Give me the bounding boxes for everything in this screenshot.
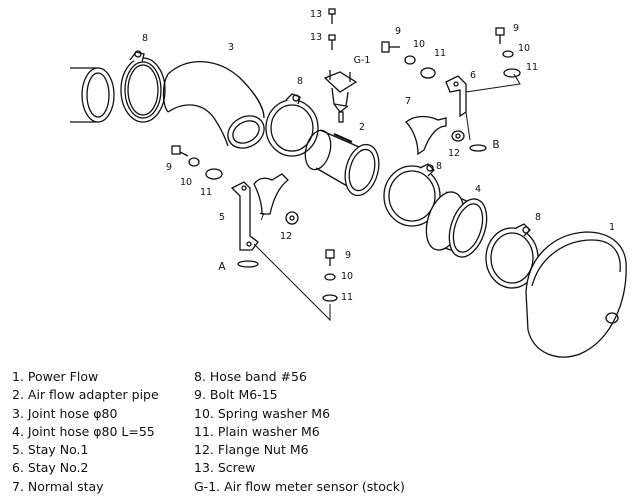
callout-g1: G-1 [354, 55, 371, 66]
legend-item-joint-hose: 3. Joint hose φ80 [12, 405, 118, 421]
legend-column-right: 8. Hose band #56 9. Bolt M6-15 10. Sprin… [194, 368, 405, 496]
callout-6: 6 [470, 70, 476, 81]
mark-a-label: A [218, 261, 226, 273]
screw-13-upper [328, 8, 336, 24]
callout-3: 3 [228, 42, 234, 53]
callout-8-lowerright: 8 [535, 212, 541, 223]
callout-11-topright: 11 [526, 62, 538, 73]
callout-8-topleft: 8 [142, 33, 148, 44]
plain-washer-11-left [205, 168, 223, 180]
legend-item-spring-washer: 10. Spring washer M6 [194, 405, 331, 421]
stay-no2-6 [445, 75, 467, 118]
legend-item-air-flow-meter-sensor: G-1. Air flow meter sensor (stock) [194, 478, 405, 494]
spring-washer-10-bottom [324, 273, 336, 281]
callout-1: 1 [609, 222, 615, 233]
hose-band-8-left [120, 50, 166, 123]
parts-legend: 1. Power Flow 2. Air flow adapter pipe 3… [12, 368, 632, 496]
plain-washer-11-bottom [322, 294, 338, 302]
callout-11-left: 11 [200, 187, 212, 198]
callout-9-topmiddle: 9 [395, 26, 401, 37]
callout-7-upper: 7 [405, 96, 411, 107]
flange-nut-12-upper [451, 130, 465, 142]
callout-5: 5 [219, 212, 225, 223]
bolt-9-bottom [325, 249, 335, 266]
callout-10-left: 10 [180, 177, 192, 188]
normal-stay-7-left [253, 173, 289, 215]
callout-2: 2 [359, 122, 365, 133]
callout-10-topright: 10 [518, 43, 530, 54]
air-flow-adapter-pipe-2 [304, 129, 380, 197]
callout-4: 4 [475, 184, 481, 195]
screw-13-lower [328, 34, 336, 50]
plain-washer-11-top-middle [420, 67, 436, 79]
legend-item-stay-no1: 5. Stay No.1 [12, 442, 89, 458]
exploded-parts-diagram: 1 2 3 4 5 6 7 7 8 8 8 8 9 9 9 9 10 10 10… [70, 8, 627, 358]
callout-9-topright: 9 [513, 23, 519, 34]
legend-item-bolt: 9. Bolt M6-15 [194, 387, 278, 403]
hose-band-8-lower-right [485, 223, 539, 289]
intake-pipe [70, 67, 115, 123]
mark-a-ellipse [237, 260, 259, 268]
legend-item-air-flow-adapter-pipe: 2. Air flow adapter pipe [12, 387, 159, 403]
hose-band-8-right [383, 163, 441, 227]
normal-stay-7-upper [405, 115, 447, 156]
callout-10-topmiddle: 10 [413, 39, 425, 50]
plain-washer-11-top-right [503, 68, 521, 78]
callout-11-bottom: 11 [341, 292, 353, 303]
legend-item-plain-washer: 11. Plain washer M6 [194, 423, 320, 439]
flange-nut-12-left [285, 211, 299, 225]
joint-hose-4 [425, 191, 488, 258]
callout-13-upper: 13 [310, 9, 322, 20]
hose-band-8-middle [265, 93, 319, 157]
legend-item-joint-hose-l55: 4. Joint hose φ80 L=55 [12, 423, 155, 439]
callout-8-right: 8 [436, 161, 442, 172]
power-flow-1 [525, 231, 627, 358]
callout-8-middle: 8 [297, 76, 303, 87]
bolt-9-top-middle [381, 41, 400, 53]
spring-washer-10-top-middle [404, 55, 416, 65]
legend-item-power-flow: 1. Power Flow [12, 369, 99, 384]
mark-b-label: B [492, 139, 499, 151]
callout-12-left: 12 [280, 231, 292, 242]
legend-item-stay-no2: 6. Stay No.2 [12, 460, 89, 476]
legend-item-flange-nut: 12. Flange Nut M6 [194, 442, 309, 458]
bolt-9-top-right [495, 27, 505, 44]
spring-washer-10-top-right [502, 50, 514, 58]
legend-item-normal-stay: 7. Normal stay [12, 478, 104, 494]
stay-no1-5 [230, 181, 259, 251]
spring-washer-10-left [188, 157, 200, 167]
bolt-9-left [171, 145, 189, 157]
legend-item-screw: 13. Screw [194, 460, 256, 476]
callout-9-bottom: 9 [345, 250, 351, 261]
legend-item-hose-band: 8. Hose band #56 [194, 369, 307, 384]
callout-12-upper: 12 [448, 148, 460, 159]
callout-10-bottom: 10 [341, 271, 353, 282]
callout-11-topmiddle: 11 [434, 48, 446, 59]
callout-13-lower: 13 [310, 32, 322, 43]
joint-hose-3 [162, 61, 265, 149]
callout-9-left: 9 [166, 162, 172, 173]
mark-b-ellipse [469, 144, 487, 152]
callout-7-left: 7 [259, 212, 265, 223]
air-flow-meter-sensor-g1 [323, 70, 358, 123]
legend-column-left: 1. Power Flow 2. Air flow adapter pipe 3… [12, 368, 159, 496]
